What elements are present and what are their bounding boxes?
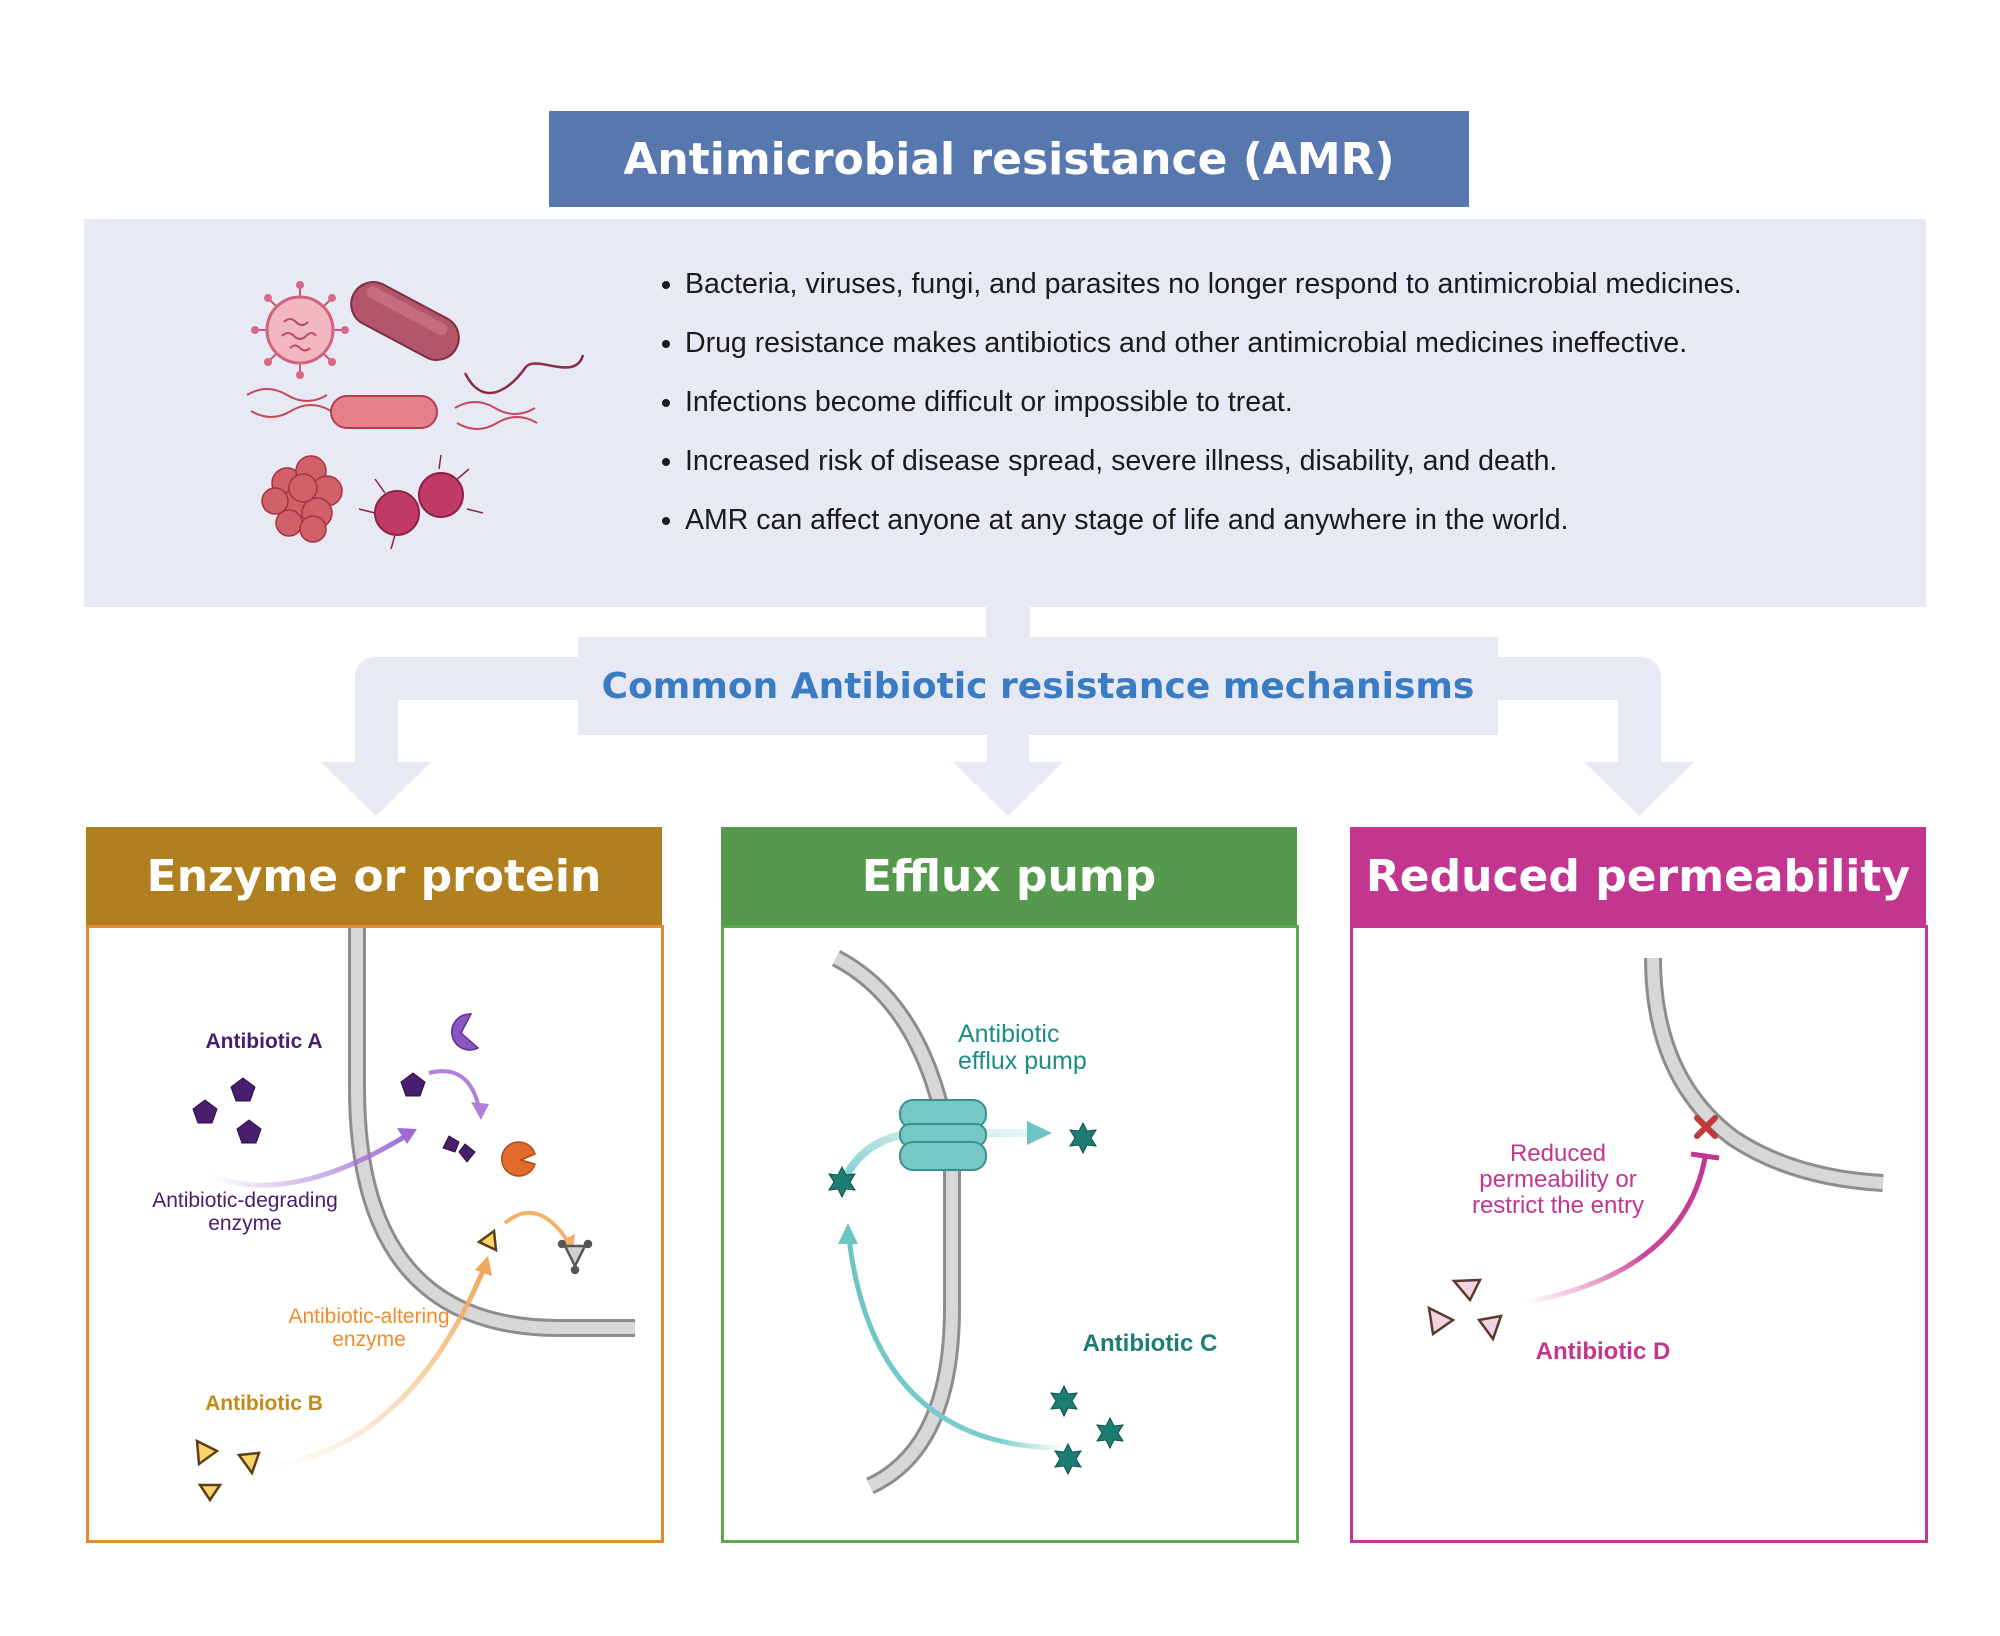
- center-stem: [987, 730, 1029, 764]
- arrow-right-icon: [1584, 762, 1694, 816]
- arrow-icon: [471, 1102, 489, 1120]
- arrow-left-icon: [321, 762, 431, 816]
- degrading-arrow: [208, 1131, 411, 1188]
- efflux-panel-header: Efflux pump: [721, 827, 1297, 925]
- enzyme-panel: Antibiotic A Antibiotic-degrading enzyme…: [86, 925, 664, 1543]
- membrane-icon: [348, 928, 635, 1337]
- entry-arrow: [1522, 1157, 1708, 1306]
- staphylococcus-cluster-icon: [261, 455, 343, 543]
- bullet-item: Infections become difficult or impossibl…: [685, 380, 1742, 439]
- efflux-pump-icon: [899, 1099, 987, 1171]
- enzyme-panel-header: Enzyme or protein: [86, 827, 662, 925]
- efflux-diagram: [828, 950, 1124, 1495]
- bullet-item: Drug resistance makes antibiotics and ot…: [685, 321, 1742, 380]
- altered-antibiotic-icon: [557, 1239, 593, 1275]
- overview-bullet-list: Bacteria, viruses, fungi, and parasites …: [630, 262, 1742, 557]
- bacillus-bacterium-icon: [350, 281, 585, 395]
- microbes-illustration: [246, 281, 585, 550]
- antibiotic-b-label: Antibiotic B: [205, 1392, 323, 1415]
- antibiotic-a-molecules: [192, 1072, 476, 1163]
- bullet-item: AMR can affect anyone at any stage of li…: [685, 498, 1742, 557]
- degrading-enzyme-label: Antibiotic-degrading enzyme: [152, 1189, 338, 1235]
- arrow-center-icon: [953, 762, 1063, 816]
- reduced-permeability-label: Reduced permeability or restrict the ent…: [1471, 1140, 1645, 1219]
- page-title: Antimicrobial resistance (AMR): [549, 111, 1469, 207]
- membrane-icon: [1644, 957, 1884, 1192]
- degrading-enzyme-arrow: [428, 1069, 481, 1109]
- membrane-icon: [831, 950, 961, 1495]
- arrow-icon: [1027, 1121, 1052, 1145]
- mechanisms-heading: Common Antibiotic resistance mechanisms: [578, 637, 1498, 735]
- antibiotic-c-molecules: [828, 1121, 1124, 1476]
- permeability-panel-header: Reduced permeability: [1350, 827, 1926, 925]
- antibiotic-d-molecules: [1427, 1278, 1503, 1342]
- arrow-icon: [397, 1128, 417, 1144]
- antibiotic-b-molecules: [195, 1228, 498, 1503]
- antibiotic-d-label: Antibiotic D: [1535, 1338, 1671, 1365]
- arrow-icon: [475, 1256, 492, 1276]
- bullet-item: Increased risk of disease spread, severe…: [685, 439, 1742, 498]
- altering-arrow: [268, 1265, 488, 1469]
- degrading-enzyme-icon: [451, 1013, 480, 1051]
- antibiotic-a-label: Antibiotic A: [205, 1030, 323, 1053]
- diplococcus-icon: [358, 454, 484, 550]
- bullet-item: Bacteria, viruses, fungi, and parasites …: [685, 262, 1742, 321]
- efflux-pump-label: Antibiotic efflux pump: [958, 1020, 1087, 1075]
- block-x-icon: [1694, 1115, 1718, 1139]
- virus-icon: [251, 281, 349, 379]
- arrow-icon: [838, 1223, 858, 1244]
- permeability-diagram: [1427, 957, 1884, 1342]
- block-bar: [1690, 1151, 1720, 1161]
- enzyme-diagram: [192, 928, 635, 1503]
- uptake-arrow: [846, 1237, 1065, 1451]
- altering-enzyme-icon: [501, 1141, 536, 1177]
- altering-enzyme-arrow: [503, 1210, 569, 1242]
- efflux-panel: Antibiotic efflux pump Antibiotic C: [721, 925, 1299, 1543]
- antibiotic-c-label: Antibiotic C: [1082, 1330, 1218, 1357]
- permeability-panel: Reduced permeability or restrict the ent…: [1350, 925, 1928, 1543]
- flagellated-rod-bacterium-icon: [246, 388, 538, 430]
- altering-enzyme-label: Antibiotic-altering enzyme: [288, 1305, 450, 1351]
